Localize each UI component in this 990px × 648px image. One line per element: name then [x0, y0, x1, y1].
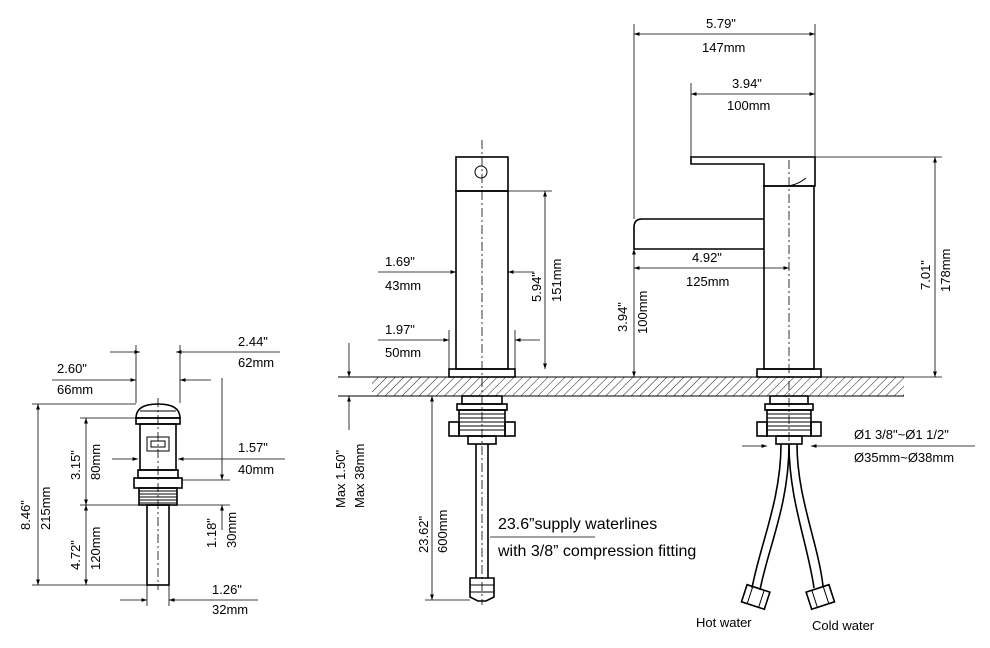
front-spout: [633, 218, 764, 250]
drain-tail-length-mm: 120mm: [88, 527, 103, 570]
side-hose-length-mm: 600mm: [435, 510, 450, 553]
drain-top-width-in: 2.60": [57, 361, 87, 376]
side-body-height-in: 5.94": [529, 272, 544, 302]
drain-nut-width-in: 1.57": [238, 440, 268, 455]
cold-water-hose: [788, 443, 815, 589]
front-hole-diameter-in: Ø1 3/8"~Ø1 1/2": [854, 427, 949, 442]
faucet-front-view: [633, 156, 836, 611]
front-overall-width-mm: 147mm: [702, 40, 745, 55]
front-spout-reach-in: 4.92": [692, 250, 722, 265]
cold-water-label: Cold water: [812, 618, 875, 633]
front-view-dimensions: 5.79" 147mm 3.94" 100mm 4.92" 125mm 3.94…: [615, 16, 975, 633]
side-view-dimensions: 1.69" 43mm 1.97" 50mm 5.94" 151mm Max 1.…: [333, 190, 696, 601]
front-overall-width-in: 5.79": [706, 16, 736, 31]
drain-total-height-mm: 215mm: [38, 487, 53, 530]
front-handle: [690, 156, 816, 187]
side-mount-thickness-mm: Max 38mm: [352, 444, 367, 508]
front-total-height-in: 7.01": [918, 260, 933, 290]
side-body-width-mm: 43mm: [385, 278, 421, 293]
drain-tail-diameter-mm: 32mm: [212, 602, 248, 617]
front-spout-height-in: 3.94": [615, 302, 630, 332]
drain-thread-height-mm: 30mm: [224, 512, 239, 548]
front-spout-reach-mm: 125mm: [686, 274, 729, 289]
countertop: [338, 376, 904, 397]
cold-hose-nut: [805, 583, 836, 611]
hot-water-hose: [751, 443, 782, 589]
drain-thread-height-in: 1.18": [204, 518, 219, 548]
front-total-height-mm: 178mm: [938, 249, 953, 292]
drain-nut-width-mm: 40mm: [238, 462, 274, 477]
drain-top-width-mm: 66mm: [57, 382, 93, 397]
supply-note-line2: with 3/8” compression fitting: [497, 543, 696, 560]
drain-assembly: [133, 398, 183, 590]
drain-upper-height-in: 3.15": [68, 450, 83, 480]
side-body-height-mm: 151mm: [549, 259, 564, 302]
front-hole-diameter-mm: Ø35mm~Ø38mm: [854, 450, 954, 465]
side-base-width-in: 1.97": [385, 322, 415, 337]
front-handle-length-in: 3.94": [732, 76, 762, 91]
drain-body-width-in: 2.44": [238, 334, 268, 349]
drain-tail-diameter-in: 1.26": [212, 582, 242, 597]
hot-water-label: Hot water: [696, 615, 752, 630]
front-handle-length-mm: 100mm: [727, 98, 770, 113]
drain-dimensions: 2.60" 66mm 2.44" 62mm 8.46" 215mm 3.15" …: [18, 334, 285, 617]
side-hose-length-in: 23.62": [416, 515, 431, 553]
drain-body-width-mm: 62mm: [238, 355, 274, 370]
side-base-width-mm: 50mm: [385, 345, 421, 360]
drain-total-height-in: 8.46": [18, 500, 33, 530]
faucet-side-view: [448, 140, 516, 605]
drain-upper-height-mm: 80mm: [88, 444, 103, 480]
drain-tail-length-in: 4.72": [68, 540, 83, 570]
side-hose-nut: [469, 577, 495, 602]
side-mount-thickness-in: Max 1.50": [333, 450, 348, 508]
front-spout-height-mm: 100mm: [635, 291, 650, 334]
side-body-width-in: 1.69": [385, 254, 415, 269]
supply-note-line1: 23.6”supply waterlines: [498, 516, 657, 533]
hot-hose-nut: [740, 583, 771, 611]
